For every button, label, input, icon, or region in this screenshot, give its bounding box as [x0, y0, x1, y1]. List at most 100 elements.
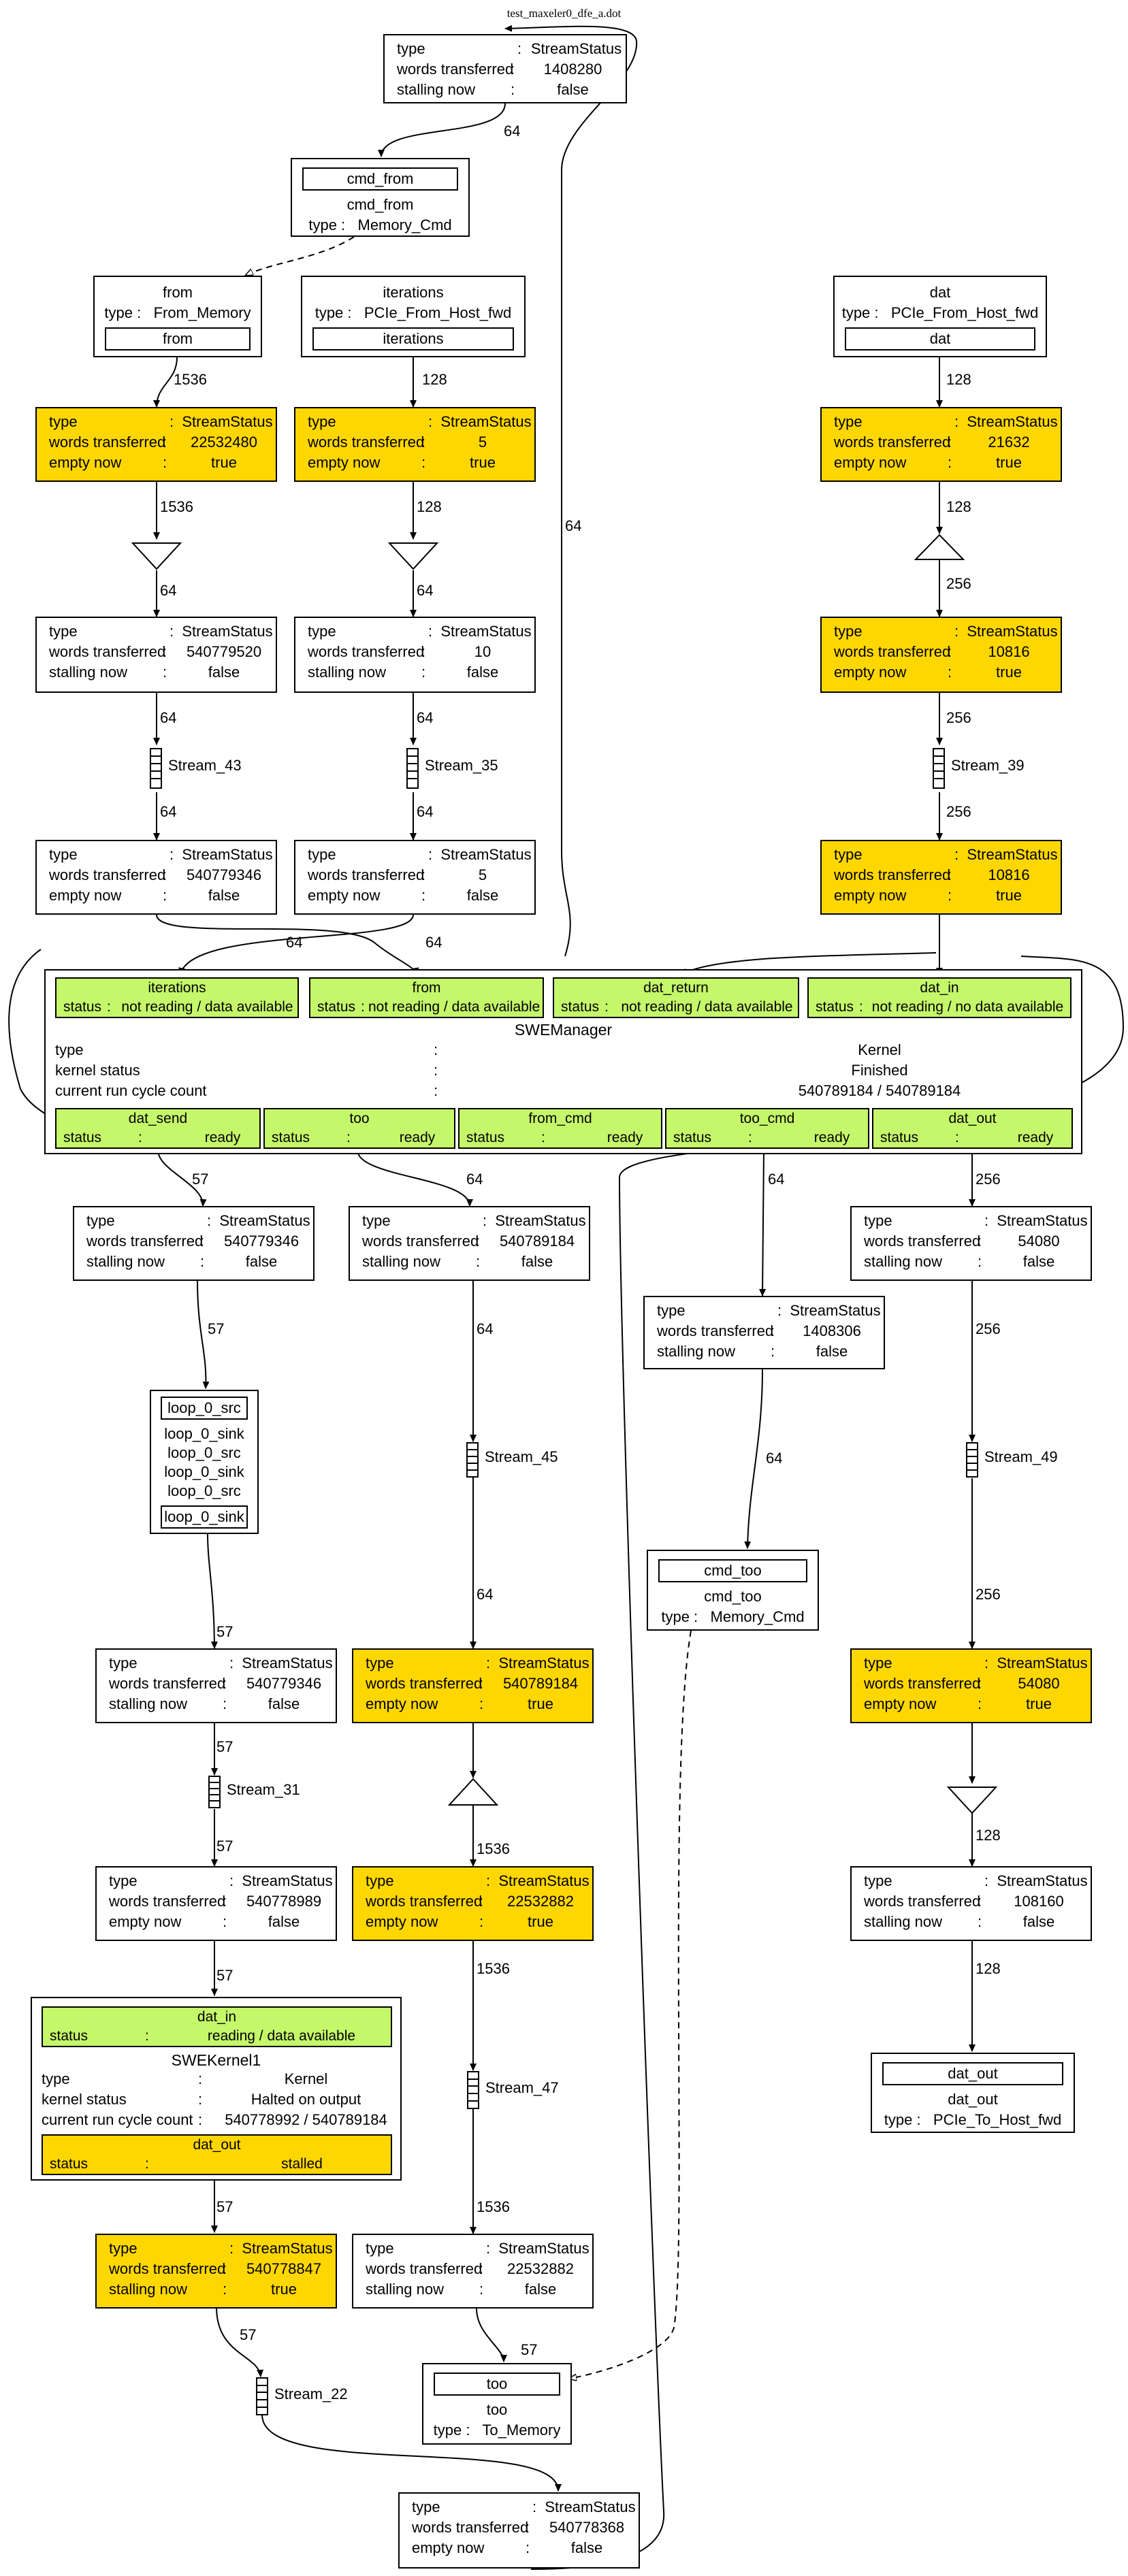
status-row: words transferred:22532480 [37, 432, 276, 453]
status-row: type:StreamStatus [97, 1871, 336, 1891]
manager-output-dat-out[interactable]: dat_out status : ready [872, 1108, 1073, 1149]
manager-input-dat-return[interactable]: dat_return status : not reading / data a… [553, 977, 799, 1018]
status-row: stalling now:false [645, 1341, 884, 1362]
manager-output-dat-send[interactable]: dat_send status : ready [55, 1108, 261, 1149]
io-node-from[interactable]: from type : From_Memory from [93, 276, 262, 357]
io-node-cmd-too[interactable]: cmd_too cmd_too type : Memory_Cmd [647, 1550, 819, 1631]
colon: : [421, 887, 426, 904]
edge-label: 64 [768, 1171, 785, 1188]
status-value: StreamStatus [498, 1654, 590, 1672]
status-value: false [1022, 1913, 1055, 1930]
manager-input-iterations[interactable]: iterations status : not reading / data a… [55, 977, 299, 1018]
status-row: type:StreamStatus [852, 1871, 1091, 1891]
kernel-info-key: kernel status [55, 1062, 140, 1079]
status-row: empty now:false [97, 1912, 336, 1932]
edge-label: 256 [976, 1171, 1001, 1188]
status-row: stalling now:false [37, 662, 276, 683]
manager-input-dat-in[interactable]: dat_in status : not reading / no data av… [807, 977, 1071, 1018]
manager-output-too[interactable]: too status : ready [263, 1108, 455, 1149]
status-row: type:StreamStatus [822, 412, 1061, 432]
manager-output-from-cmd[interactable]: from_cmd status : ready [458, 1108, 662, 1149]
edge-label: 64 [466, 1171, 483, 1188]
status-value: StreamStatus [219, 1212, 310, 1229]
stream-fifo-45 [466, 1442, 479, 1478]
status-row: type:StreamStatus [295, 621, 534, 642]
io-node-iterations[interactable]: iterations type : PCIe_From_Host_fwd ite… [301, 276, 526, 357]
colon: : [421, 454, 426, 471]
status-key: type [308, 846, 336, 863]
kernel1-input-dat-in[interactable]: dat_in status : reading / data available [42, 2006, 392, 2047]
manager-input-from[interactable]: from status : not reading / data availab… [309, 977, 544, 1018]
io-port: iterations [312, 327, 514, 350]
port-status-key: status [816, 999, 854, 1015]
status-value: false [208, 664, 240, 681]
status-key: type [86, 1212, 115, 1229]
swe-manager-kernel[interactable]: iterations status : not reading / data a… [44, 969, 1082, 1154]
edge [476, 2308, 507, 2362]
io-node-too[interactable]: too too type : To_Memory [422, 2363, 572, 2445]
edge [261, 2414, 562, 2492]
colon: : [223, 1695, 227, 1712]
status-key: words transferred [657, 1322, 774, 1339]
status-value: 22532480 [191, 434, 257, 451]
status-row: type:StreamStatus [852, 1653, 1091, 1674]
kernel-info-key: current run cycle count [42, 2111, 193, 2128]
loop-node[interactable]: loop_0_src loop_0_sink loop_0_src loop_0… [150, 1390, 259, 1534]
status-row: type:StreamStatus [74, 1211, 313, 1231]
io-port: cmd_from [302, 167, 458, 191]
colon: : [434, 1082, 438, 1099]
colon: : [421, 643, 426, 660]
io-name: from [163, 284, 193, 301]
status-key: stalling now [49, 664, 127, 681]
loop-port: loop_0_sink [161, 1505, 248, 1529]
port-name: from_cmd [528, 1111, 592, 1126]
status-value: true [271, 2281, 297, 2298]
status-value: StreamStatus [967, 413, 1058, 430]
colon: : [200, 1233, 205, 1250]
status-row: empty now:false [37, 885, 276, 906]
edge [680, 952, 937, 975]
manager-output-too-cmd[interactable]: too_cmd status : ready [665, 1108, 869, 1149]
swe-kernel1[interactable]: dat_in status : reading / data available… [31, 1997, 402, 2181]
status-row: words transferred:540779346 [37, 865, 276, 885]
status-row: words transferred:22532882 [353, 1891, 592, 1912]
status-value: StreamStatus [242, 2240, 333, 2257]
status-row: empty now:false [295, 885, 534, 906]
edge-label: 57 [216, 1738, 233, 1755]
port-status: stalled [281, 2156, 323, 2172]
io-node-dat-out[interactable]: dat_out dat_out type : PCIe_To_Host_fwd [871, 2053, 1075, 2133]
colon: : [200, 1253, 205, 1270]
io-node-cmd-from[interactable]: cmd_from cmd_from type : Memory_Cmd [291, 158, 470, 237]
port-status-key: status [63, 999, 102, 1015]
colon: : [223, 2260, 227, 2277]
io-node-dat[interactable]: dat type : PCIe_From_Host_fwd dat [833, 276, 1047, 357]
kernel1-output-dat-out[interactable]: dat_out status : stalled [42, 2134, 392, 2175]
colon: : [511, 81, 515, 98]
colon: : [948, 664, 952, 681]
status-row: words transferred:540779346 [97, 1674, 336, 1694]
status-key: words transferred [308, 434, 425, 451]
